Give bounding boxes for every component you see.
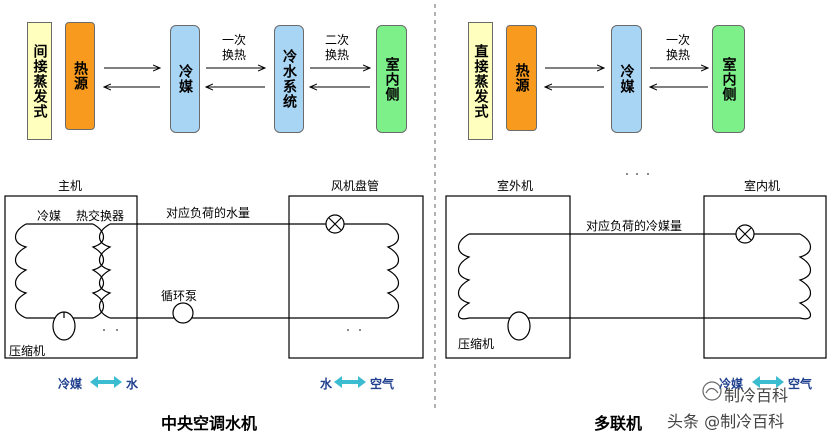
flow-box-indirect: 间接蒸发式 — [27, 22, 52, 140]
water-loop — [110, 223, 388, 319]
title-central-water-chiller: 中央空调水机 — [161, 414, 258, 433]
flow-box-chilled-water-text: 冷水系统 — [281, 49, 297, 109]
compressor-label-left: 压缩机 — [9, 344, 46, 358]
indoor-coil — [798, 233, 812, 320]
legend-air-left: 空气 — [370, 377, 395, 391]
legend-arrow-mid — [334, 376, 366, 388]
flow-box-heat-source-left-text: 热源 — [72, 61, 88, 91]
legend-water-left: 水 — [126, 377, 139, 391]
legend-refrigerant-left: 冷媒 — [58, 377, 83, 391]
flow-box-indoor-right-text: 室内侧 — [720, 56, 737, 102]
indoor-unit-frame — [703, 195, 827, 359]
outdoor-coil — [457, 233, 471, 320]
flow-box-heat-source-right: 热源 — [506, 25, 537, 131]
flow-box-heat-source-right-text: 热源 — [513, 63, 530, 93]
title-vrf: 多联机 — [594, 414, 643, 433]
host-label: 主机 — [58, 179, 83, 193]
fan-coil-frame — [288, 195, 424, 359]
pump-label: 循环泵 — [161, 289, 198, 303]
fan-coil-label: 风机盘管 — [331, 179, 380, 193]
primary-exchange-label-left: 一次 换热 — [222, 33, 247, 62]
load-water-label: 对应负荷的水量 — [166, 206, 251, 220]
compressor-right-symbol — [507, 311, 531, 341]
watermark-toutiao: 头条 @制冷百科 — [667, 412, 785, 431]
evaporator-coil — [14, 223, 28, 319]
indoor-unit-label: 室内机 — [744, 179, 781, 193]
valve-left-cross — [328, 217, 342, 231]
fan-coil-coil — [386, 223, 400, 319]
refrigerant-line — [469, 233, 800, 319]
flow-arrows-right — [545, 68, 708, 87]
exchanger-coil-b — [98, 223, 112, 319]
legend-arrows — [90, 376, 784, 388]
watermark-logo-icon — [702, 381, 722, 401]
refrigerant-label: 冷媒 — [37, 209, 62, 223]
main-unit-frame — [4, 195, 138, 359]
exchanger-coil-a — [91, 223, 105, 319]
refrigerant-loop — [26, 223, 93, 319]
flow-box-heat-source-left: 热源 — [65, 22, 95, 130]
legend-water-right: 水 — [320, 377, 333, 391]
pump-symbol — [172, 302, 194, 324]
flow-box-refrigerant-right: 冷媒 — [611, 25, 642, 133]
flow-box-refrigerant-right-text: 冷媒 — [618, 64, 635, 94]
secondary-exchange-label: 二次 换热 — [325, 33, 350, 62]
flow-box-refrigerant-left-text: 冷媒 — [177, 64, 193, 94]
load-refrigerant-label: 对应负荷的冷媒量 — [586, 219, 683, 233]
legend-arrow-right — [752, 376, 784, 388]
watermark-brand: 制冷百科 — [724, 386, 789, 405]
heat-exchanger-label: 热交换器 — [76, 209, 125, 223]
flow-box-indoor-left: 室内侧 — [376, 25, 407, 133]
valve-right-cross — [738, 227, 752, 241]
flow-arrows-left — [104, 68, 370, 87]
flow-box-chilled-water: 冷水系统 — [274, 25, 304, 133]
flow-box-direct: 直接蒸发式 — [468, 22, 493, 140]
legend-arrow-left — [90, 376, 122, 388]
outdoor-unit-label: 室外机 — [497, 179, 534, 193]
flow-box-direct-text: 直接蒸发式 — [472, 43, 489, 119]
compressor-label-right: 压缩机 — [458, 337, 495, 351]
flow-box-refrigerant-left: 冷媒 — [170, 25, 200, 133]
legend-refrigerant-right: 冷媒 — [719, 377, 744, 391]
primary-exchange-label-right: 一次 换热 — [666, 33, 691, 62]
flow-box-indoor-right: 室内侧 — [712, 25, 745, 133]
legend-air-right: 空气 — [788, 377, 813, 391]
flow-box-indirect-text: 间接蒸发式 — [31, 43, 48, 119]
outdoor-unit-frame — [445, 195, 571, 359]
flow-box-indoor-left-text: 室内侧 — [383, 56, 400, 102]
